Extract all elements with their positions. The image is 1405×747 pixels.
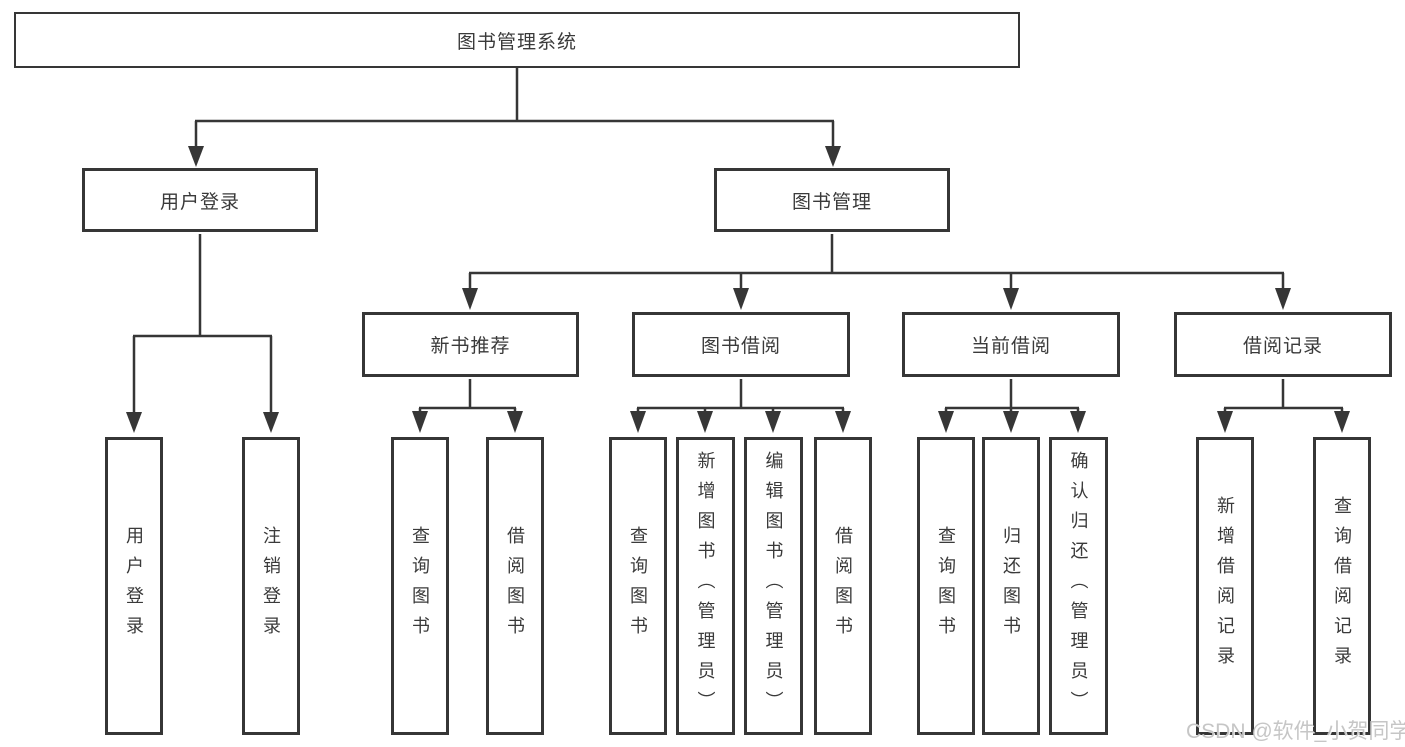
arrowhead [825,146,841,167]
leaf-confirm-return-admin-label: 确认归还（管理员） [1068,451,1089,721]
node-borrow-records-label: 借阅记录 [1242,336,1323,357]
leaf-user-login: 用户登录 [105,437,163,735]
leaf-logout-label: 注销登录 [261,526,281,646]
node-new-book-recommend: 新书推荐 [362,312,579,377]
leaf-borrow-books-recommend: 借阅图书 [486,437,544,735]
arrowhead [835,411,851,433]
node-book-borrow-label: 图书借阅 [700,336,781,357]
node-book-management: 图书管理 [714,168,950,232]
leaf-return-book-label: 归还图书 [1001,526,1021,646]
leaf-logout: 注销登录 [242,437,300,735]
arrowhead [1275,288,1291,310]
node-user-login: 用户登录 [82,168,318,232]
arrowhead [1334,411,1350,433]
node-root: 图书管理系统 [14,12,1020,68]
leaf-edit-book-admin-label: 编辑图书（管理员） [763,451,784,721]
arrowhead [630,411,646,433]
arrowhead [1217,411,1233,433]
leaf-add-book-admin-label: 新增图书（管理员） [695,451,716,721]
leaf-add-borrow-record-label: 新增借阅记录 [1215,496,1235,676]
connector-mgmt-to-level3 [468,234,1285,290]
leaf-edit-book-admin: 编辑图书（管理员） [744,437,803,735]
node-current-borrow: 当前借阅 [902,312,1120,377]
leaf-add-book-admin: 新增图书（管理员） [676,437,735,735]
arrowhead [697,411,713,433]
arrowhead [733,288,749,310]
arrowhead [938,411,954,433]
connector-root-to-level2 [194,68,835,150]
leaf-query-books-recommend-label: 查询图书 [410,526,430,646]
node-borrow-records: 借阅记录 [1174,312,1392,377]
node-book-management-label: 图书管理 [791,191,872,213]
leaf-query-borrow-record: 查询借阅记录 [1313,437,1371,735]
leaf-query-books-current-label: 查询图书 [936,526,956,646]
leaf-return-book: 归还图书 [982,437,1040,735]
arrowhead [188,146,204,167]
node-current-borrow-label: 当前借阅 [970,336,1051,357]
arrowhead [1003,288,1019,310]
leaf-confirm-return-admin: 确认归还（管理员） [1049,437,1108,735]
arrowhead [412,411,428,433]
csdn-watermark: CSDN @软件_小贺同学 [1186,720,1405,743]
arrowhead [263,412,279,433]
leaf-user-login-label: 用户登录 [124,526,144,646]
leaf-query-books-current: 查询图书 [917,437,975,735]
leaf-borrow-books-recommend-label: 借阅图书 [505,526,525,646]
arrowhead [1003,411,1019,433]
leaf-query-borrow-record-label: 查询借阅记录 [1332,496,1352,676]
arrowhead [462,288,478,310]
connector-recommend-to-leaves [418,379,517,414]
node-user-login-label: 用户登录 [159,191,240,213]
arrowhead [1070,411,1086,433]
node-new-book-recommend-label: 新书推荐 [430,336,511,357]
arrowheads [126,146,1350,433]
leaf-query-books-recommend: 查询图书 [391,437,449,735]
arrowhead [126,412,142,433]
connector-records-to-leaves [1223,379,1344,414]
node-root-label: 图书管理系统 [456,31,577,53]
node-book-borrow: 图书借阅 [632,312,850,377]
leaf-borrow-books-borrow: 借阅图书 [814,437,872,735]
connector-login-to-leaves [132,234,273,414]
leaf-add-borrow-record: 新增借阅记录 [1196,437,1254,735]
connector-borrow-to-leaves [636,379,845,414]
leaf-query-books-borrow: 查询图书 [609,437,667,735]
arrowhead [507,411,523,433]
leaf-query-books-borrow-label: 查询图书 [628,526,648,646]
arrowhead [765,411,781,433]
connector-current-to-leaves [944,379,1080,414]
leaf-borrow-books-borrow-label: 借阅图书 [833,526,853,646]
